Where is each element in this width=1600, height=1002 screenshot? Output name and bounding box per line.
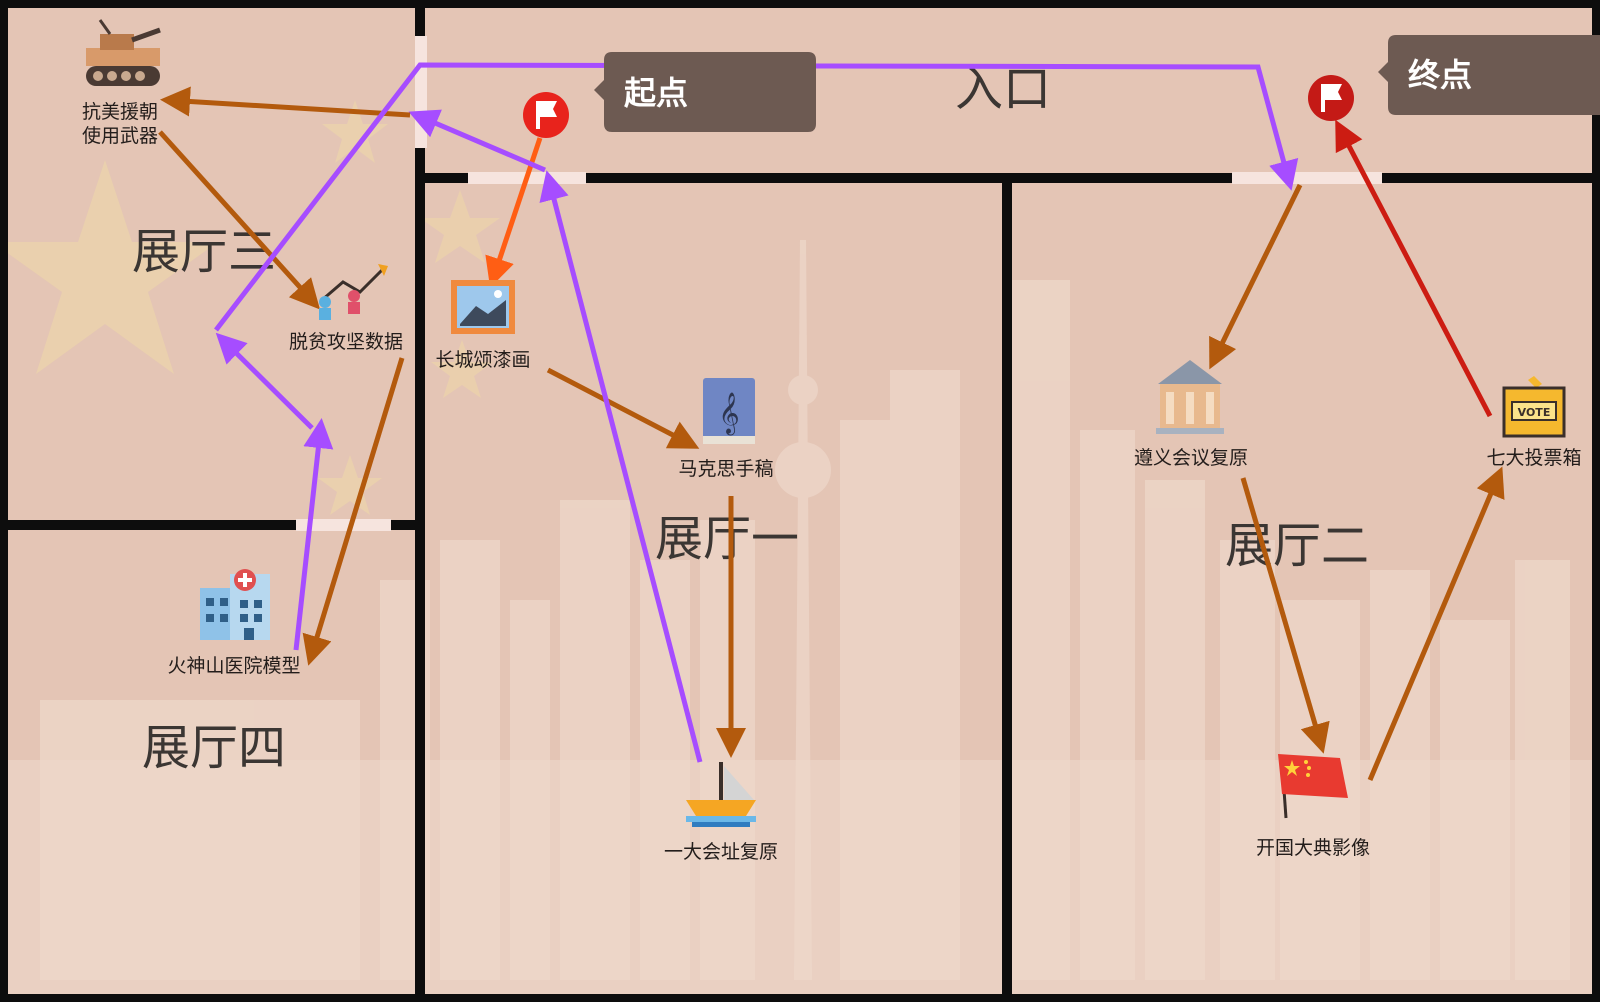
exhibit-ballot-label: 七大投票箱 [1486,447,1581,469]
route-founding-to-ballot [1367,466,1505,781]
end-bubble [1378,35,1600,115]
end-marker[interactable]: 终点 [1308,35,1600,121]
route-arrows [158,62,1505,781]
tank-icon [86,19,161,86]
painting-icon [451,280,515,334]
growth-chart-icon [319,264,388,320]
exhibit-zunyi[interactable]: 遵义会议复原 [1134,360,1248,469]
exhibit-hospital[interactable]: 火神山医院模型 [167,569,301,677]
red-boat-icon [686,762,756,827]
ballot-box-icon: VOTE [1502,376,1566,438]
route-greatwall-to-marx [546,367,700,449]
route-door-to-hall3 [215,332,314,430]
exhibit-weapons-label-line2: 使用武器 [82,125,158,147]
hospital-icon [200,569,270,640]
route-hall3-to-entrance-to-hall2 [214,62,1299,332]
route-zunyi-to-founding [1240,477,1330,754]
exhibit-founding[interactable]: 开国大典影像 [1256,754,1370,859]
ballot-box-text: VOTE [1518,406,1551,419]
flag-icon [1308,75,1354,121]
exhibit-firstcongress-label: 一大会址复原 [664,841,778,863]
start-label: 起点 [624,74,688,112]
route-poverty-to-hospital [302,357,405,666]
music-book-icon: 𝄞 [703,378,755,444]
start-marker[interactable]: 起点 [523,52,816,138]
exhibit-greatwall-label: 长城颂漆画 [435,349,530,371]
exhibit-weapons[interactable]: 抗美援朝 使用武器 [82,19,161,147]
china-flag-icon [1278,754,1348,819]
svg-text:𝄞: 𝄞 [718,392,739,435]
exhibit-greatwall[interactable]: 长城颂漆画 [435,280,531,371]
route-firstcongress-to-door [539,170,703,763]
hall-one-title: 展厅一 [655,511,799,567]
route-westdoor-to-weapons [160,86,411,118]
exhibit-marx[interactable]: 𝄞 马克思手稿 [678,378,774,480]
entrance-title: 入口 [955,61,1051,117]
route-ballot-to-end [1335,119,1493,418]
exhibit-poverty[interactable]: 脱贫攻坚数据 [289,264,403,353]
exhibit-firstcongress[interactable]: 一大会址复原 [664,762,778,863]
exhibit-poverty-label: 脱贫攻坚数据 [289,331,403,353]
end-label: 终点 [1408,56,1472,94]
route-door-to-zunyi [1209,183,1303,370]
route-weapons-to-poverty [158,130,321,310]
flag-icon [523,92,569,138]
route-door-to-westdoor [408,109,546,173]
exhibit-hospital-label: 火神山医院模型 [167,655,300,677]
decorative-ground-band [0,760,1600,1002]
exhibit-marx-label: 马克思手稿 [678,458,773,480]
exhibit-zunyi-label: 遵义会议复原 [1134,447,1248,469]
hall-two-title: 展厅二 [1225,518,1369,574]
hall-four-title: 展厅四 [142,720,286,776]
start-bubble [594,52,816,132]
decorative-stars [0,100,500,515]
museum-building-icon [1156,360,1224,434]
exhibit-ballot[interactable]: VOTE 七大投票箱 [1486,376,1582,469]
route-hospital-to-door [293,418,334,651]
hall-three-title: 展厅三 [132,224,276,280]
exhibit-founding-label: 开国大典影像 [1256,837,1370,859]
exhibit-weapons-label-line1: 抗美援朝 [82,101,158,123]
